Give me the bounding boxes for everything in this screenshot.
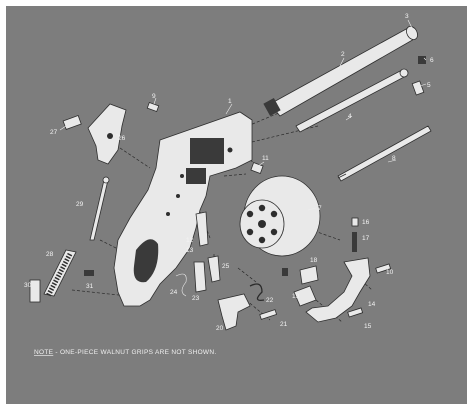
part-barrel xyxy=(263,26,418,117)
part-screw-31 xyxy=(84,270,94,276)
part-pins xyxy=(259,263,392,320)
part-guide-rod xyxy=(89,176,110,241)
callout-9: 9 xyxy=(152,93,156,100)
part-springs-22 xyxy=(249,268,288,301)
part-pin-16 xyxy=(351,217,359,227)
callout-11: 11 xyxy=(262,155,269,162)
part-trigger-guard xyxy=(293,257,371,323)
callout-6: 6 xyxy=(430,57,434,64)
svg-text:NOTE - ONE-PIECE WALNUT GRIPS: NOTE - ONE-PIECE WALNUT GRIPS ARE NOT SH… xyxy=(34,349,216,356)
part-center-pin xyxy=(337,125,432,182)
diagram-background xyxy=(6,6,467,404)
callout-10: 10 xyxy=(386,269,394,276)
callout-23: 23 xyxy=(192,295,200,302)
callout-26: 26 xyxy=(118,135,126,142)
callout-4: 4 xyxy=(348,113,352,120)
callout-1: 1 xyxy=(228,98,232,105)
part-mainspring xyxy=(43,249,77,298)
callout-15: 15 xyxy=(364,323,372,330)
callout-7: 7 xyxy=(318,205,322,212)
part-lever-25 xyxy=(207,255,221,283)
part-hand xyxy=(195,211,209,247)
callout-16: 16 xyxy=(362,219,370,226)
diagram-note: NOTE - ONE-PIECE WALNUT GRIPS ARE NOT SH… xyxy=(34,349,216,356)
part-hammer xyxy=(87,103,127,165)
part-cylinder xyxy=(239,175,321,257)
callout-3: 3 xyxy=(405,13,409,20)
note-text: - ONE-PIECE WALNUT GRIPS ARE NOT SHOWN. xyxy=(53,349,216,356)
callout-30: 30 xyxy=(24,282,32,289)
note-prefix: NOTE xyxy=(34,349,54,356)
callout-18: 18 xyxy=(310,257,318,264)
callout-20: 20 xyxy=(216,325,224,332)
part-spring-seat xyxy=(29,279,41,303)
part-hammer-screw xyxy=(62,114,82,130)
callout-17: 17 xyxy=(362,235,370,242)
callout-24: 24 xyxy=(170,289,178,296)
callout-8: 8 xyxy=(392,155,396,162)
part-cylinder-stop xyxy=(299,265,319,285)
part-screws-top xyxy=(146,101,264,174)
callout-27: 27 xyxy=(50,129,58,136)
callout-12: 12 xyxy=(186,237,194,244)
part-small-screws xyxy=(411,56,426,96)
callout-31: 31 xyxy=(86,283,94,290)
part-spring-17 xyxy=(352,232,357,252)
part-lever-23 xyxy=(193,261,207,293)
part-frame xyxy=(113,111,253,307)
callout-5: 5 xyxy=(427,82,431,89)
part-trigger-spring xyxy=(175,273,187,297)
callout-29: 29 xyxy=(76,201,84,208)
part-trigger xyxy=(217,293,251,331)
callout-21: 21 xyxy=(280,321,288,328)
part-ejector-rod xyxy=(295,68,409,133)
callout-28: 28 xyxy=(46,251,54,258)
callout-leader-lines xyxy=(59,19,427,211)
callout-19: 19 xyxy=(292,293,300,300)
callout-22: 22 xyxy=(266,297,274,304)
callout-labels: 1 2 3 4 5 6 7 8 9 10 11 12 13 14 15 16 1… xyxy=(24,13,434,332)
callout-13: 13 xyxy=(186,247,194,254)
callout-25: 25 xyxy=(222,263,230,270)
callout-2: 2 xyxy=(341,51,345,58)
callout-14: 14 xyxy=(368,301,376,308)
